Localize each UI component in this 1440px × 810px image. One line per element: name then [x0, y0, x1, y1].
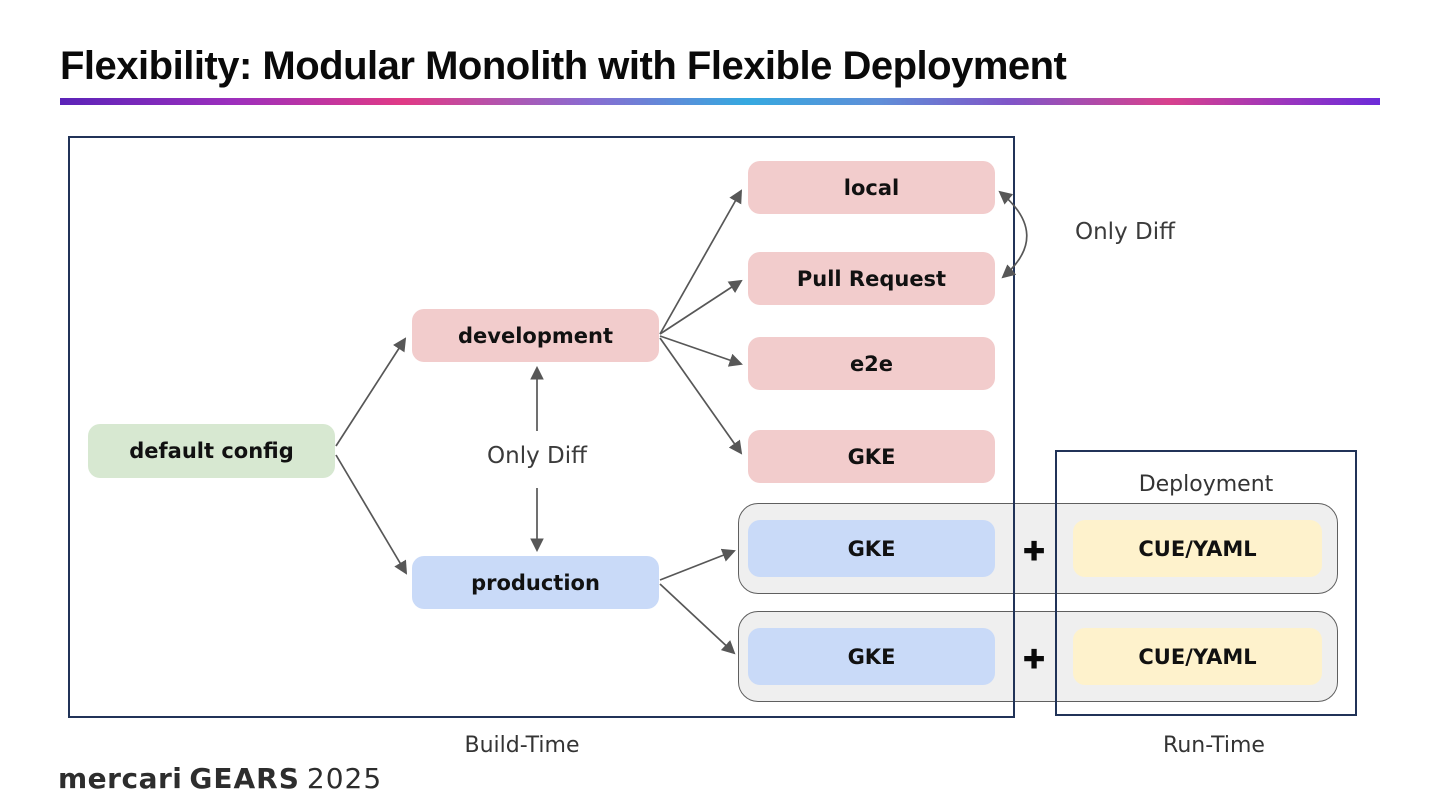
- gears-year: 2025: [306, 762, 383, 795]
- node-pull-request: Pull Request: [748, 252, 995, 305]
- mercari-logo: mercari: [58, 762, 183, 795]
- node-development: development: [412, 309, 659, 362]
- build-time-label: Build-Time: [464, 733, 580, 758]
- deployment-label: Deployment: [1138, 472, 1274, 497]
- node-production-label: production: [471, 570, 600, 595]
- plus-icon: ✚: [1022, 644, 1046, 676]
- node-gke-prod-2-label: GKE: [847, 644, 896, 669]
- arrow-development-to-gke: [659, 337, 743, 455]
- node-cue-yaml-1: CUE/YAML: [1073, 520, 1322, 577]
- page-title: Flexibility: Modular Monolith with Flexi…: [60, 44, 1067, 88]
- node-local: local: [748, 161, 995, 214]
- node-cue-yaml-2: CUE/YAML: [1073, 628, 1322, 685]
- node-pull-request-label: Pull Request: [796, 266, 947, 291]
- node-cue-yaml-2-label: CUE/YAML: [1138, 644, 1257, 669]
- node-gke-dev: GKE: [748, 430, 995, 483]
- node-gke-dev-label: GKE: [847, 444, 896, 469]
- node-production: production: [412, 556, 659, 609]
- arrow-default-to-production: [335, 454, 408, 575]
- run-time-label: Run-Time: [1163, 733, 1265, 758]
- node-development-label: development: [458, 323, 613, 348]
- arrow-production-to-runtime-row-1: [659, 548, 736, 581]
- plus-icon: ✚: [1022, 536, 1046, 568]
- node-gke-prod-1: GKE: [748, 520, 995, 577]
- node-e2e: e2e: [748, 337, 995, 390]
- arrow-only-diff-local-pull-request: [998, 190, 1028, 279]
- node-e2e-label: e2e: [849, 351, 894, 376]
- node-local-label: local: [843, 175, 900, 200]
- arrow-default-to-development: [335, 337, 407, 447]
- accent-gradient-divider: [60, 98, 1380, 105]
- only-diff-environments-label: Only Diff: [487, 443, 587, 469]
- arrow-development-to-pull-request: [659, 279, 743, 335]
- only-diff-targets-label: Only Diff: [1075, 219, 1175, 245]
- arrow-development-to-local: [659, 189, 743, 335]
- arrow-development-to-e2e: [659, 335, 743, 367]
- node-default-config: default config: [88, 424, 335, 478]
- node-cue-yaml-1-label: CUE/YAML: [1138, 536, 1257, 561]
- gears-wordmark: GEARS: [189, 762, 300, 795]
- node-gke-prod-1-label: GKE: [847, 536, 896, 561]
- footer-logo: mercari GEARS 2025: [58, 762, 382, 795]
- node-default-config-label: default config: [129, 439, 294, 463]
- node-gke-prod-2: GKE: [748, 628, 995, 685]
- arrow-production-to-runtime-row-2: [659, 583, 736, 655]
